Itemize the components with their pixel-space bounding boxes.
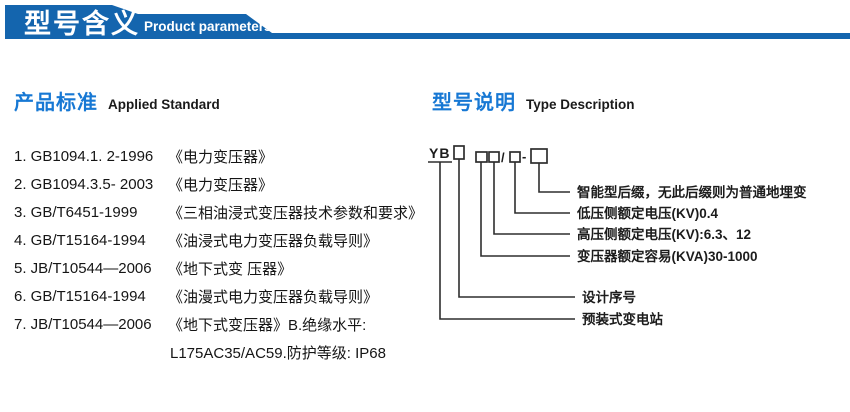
- standard-item: 7. JB/T10544—2006 《地下式变压器》B.绝缘水平:: [14, 310, 434, 338]
- diagram-label-lv: 低压侧额定电压(KV)0.4: [576, 205, 719, 221]
- page-banner: 型号含义 Product parameters: [5, 5, 850, 39]
- applied-standard-heading-cn: 产品标准: [14, 92, 98, 114]
- placeholder-box-capacity: [475, 151, 488, 163]
- standard-code: 1. GB1094.1. 2-1996: [14, 147, 154, 165]
- standard-code: 6. GB/T15164-1994: [14, 287, 146, 305]
- standard-title: 《电力变压器》: [168, 148, 274, 166]
- connector-capacity: [480, 162, 570, 257]
- standard-title: 《电力变压器》: [168, 176, 274, 194]
- placeholder-box-lv: [509, 151, 521, 163]
- standard-item-continuation: L175AC35/AC59.防护等级: IP68: [170, 344, 386, 362]
- standard-code: 7. JB/T10544—2006: [14, 315, 152, 333]
- diagram-label-capacity: 变压器额定容易(KVA)30-1000: [577, 248, 758, 264]
- standard-code: 4. GB/T15164-1994: [14, 231, 146, 249]
- standard-item: 6. GB/T15164-1994 《油漫式电力变压器负载导则》: [14, 282, 434, 310]
- banner-ribbon-shape: [5, 5, 850, 39]
- standard-title: 《地下式变 压器》: [168, 260, 293, 278]
- connector-lv: [514, 162, 570, 214]
- standard-code: 2. GB1094.3.5- 2003: [14, 175, 154, 193]
- placeholder-box-design: [453, 145, 465, 160]
- standard-code: 5. JB/T10544—2006: [14, 259, 152, 277]
- standard-item: 1. GB1094.1. 2-1996 《电力变压器》: [14, 142, 434, 170]
- standards-list: 1. GB1094.1. 2-1996 《电力变压器》 2. GB1094.3.…: [14, 142, 434, 366]
- model-prefix-text: YB: [429, 145, 450, 161]
- type-description-heading: 型号说明 Type Description: [432, 86, 635, 115]
- connector-prefix: [439, 162, 575, 320]
- placeholder-box-suffix: [530, 148, 548, 164]
- connector-design: [458, 159, 575, 298]
- standard-code: 3. GB/T6451-1999: [14, 203, 138, 221]
- diagram-label-suffix: 智能型后缀，无此后缀则为普通地埋变: [577, 184, 807, 200]
- connector-suffix: [538, 163, 570, 193]
- standard-item: 4. GB/T15164-1994 《油浸式电力变压器负载导则》: [14, 226, 434, 254]
- standard-title: 《油漫式电力变压器负载导则》: [168, 288, 379, 306]
- applied-standard-heading-en: Applied Standard: [108, 97, 220, 112]
- diagram-label-hv: 高压侧额定电压(KV):6.3、12: [577, 226, 751, 242]
- type-description-heading-en: Type Description: [526, 97, 635, 112]
- diagram-label-design: 设计序号: [582, 289, 636, 305]
- applied-standard-heading: 产品标准 Applied Standard: [14, 86, 220, 115]
- standard-item: 5. JB/T10544—2006 《地下式变 压器》: [14, 254, 434, 282]
- type-description-heading-cn: 型号说明: [432, 92, 516, 114]
- dash-separator: -: [522, 149, 526, 164]
- model-designation-diagram: YB / - 智能型后缀，无此后缀则为普通地埋变 低压侧额定电压(KV)0.4 …: [428, 145, 807, 327]
- standard-title: 《油浸式电力变压器负载导则》: [168, 232, 379, 250]
- standard-item: 3. GB/T6451-1999 《三相油浸式变压器技术参数和要求》: [14, 198, 434, 226]
- standard-item: 2. GB1094.3.5- 2003 《电力变压器》: [14, 170, 434, 198]
- placeholder-box-hv: [488, 151, 500, 163]
- diagram-label-prefix: 预装式变电站: [582, 311, 663, 327]
- slash-separator: /: [501, 150, 505, 165]
- banner-title-cn: 型号含义: [24, 8, 140, 39]
- standard-title: 《三相油浸式变压器技术参数和要求》: [168, 204, 424, 222]
- standard-title: 《地下式变压器》B.绝缘水平:: [168, 316, 367, 334]
- connector-hv: [493, 162, 570, 235]
- banner-title-en: Product parameters: [144, 19, 272, 34]
